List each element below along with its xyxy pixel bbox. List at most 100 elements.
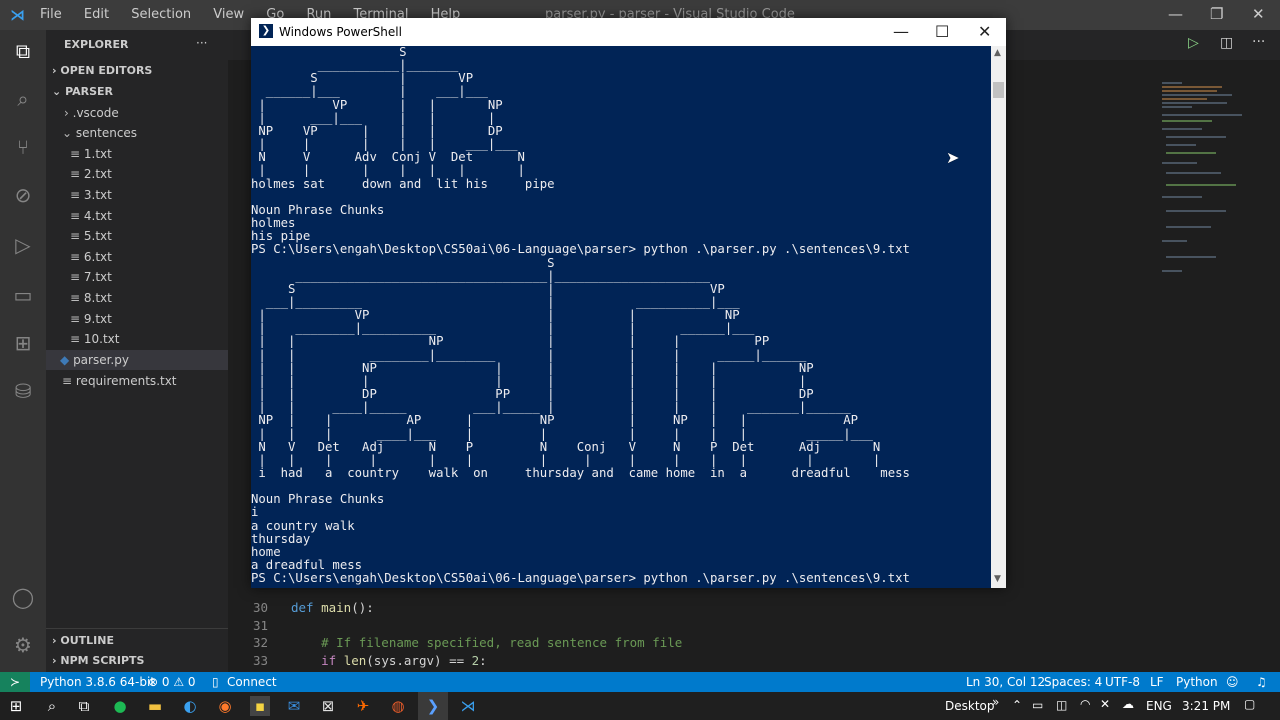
mail-icon[interactable]: ✉ bbox=[287, 697, 301, 715]
database-connect-icon: ▯ bbox=[212, 675, 219, 689]
line-ending[interactable]: LF bbox=[1150, 675, 1164, 689]
minimap[interactable] bbox=[1160, 80, 1270, 280]
tree-item-9txt[interactable]: ≡ 9.txt bbox=[46, 309, 228, 329]
powershell-taskbar-icon[interactable]: ❯ bbox=[426, 697, 440, 715]
tree-item-3txt[interactable]: ≡ 3.txt bbox=[46, 185, 228, 205]
search-icon[interactable]: ⌕ bbox=[17, 87, 29, 111]
run-file-icon[interactable]: ▷ bbox=[1188, 35, 1199, 51]
explorer-icon[interactable]: ⧉ bbox=[15, 39, 31, 63]
edge-icon[interactable]: ◐ bbox=[183, 697, 197, 715]
tree-item-7txt[interactable]: ≡ 7.txt bbox=[46, 267, 228, 287]
tree-item-2txt[interactable]: ≡ 2.txt bbox=[46, 164, 228, 184]
clock[interactable]: 3:21 PM bbox=[1182, 699, 1231, 713]
code-line-33[interactable]: if len(sys.argv) == 2: bbox=[321, 653, 487, 668]
tray-chevron-icon[interactable]: ⌃ bbox=[1012, 698, 1023, 712]
code-line-32[interactable]: # If filename specified, read sentence f… bbox=[291, 635, 683, 650]
vscode-logo-icon: ⋊ bbox=[10, 6, 25, 24]
tree-item-vscode[interactable]: › .vscode bbox=[46, 103, 228, 123]
spotify-icon[interactable]: ● bbox=[113, 697, 127, 715]
minimap-line bbox=[1162, 128, 1202, 130]
code-line-30[interactable]: def main(): bbox=[291, 600, 374, 615]
chevron-right-icon: › bbox=[52, 64, 57, 77]
desktop-toolbar[interactable]: Desktop bbox=[945, 699, 995, 713]
tree-item-requirements[interactable]: ≡ requirements.txt bbox=[46, 371, 228, 391]
close-icon[interactable]: ✕ bbox=[1252, 5, 1265, 23]
console-scrollbar[interactable]: ▲ ▼ bbox=[991, 46, 1006, 588]
extensions-icon[interactable]: ⊞ bbox=[14, 331, 32, 355]
app-icon[interactable]: ✈ bbox=[356, 697, 370, 715]
editor-more-icon[interactable]: ··· bbox=[1252, 34, 1266, 50]
action-center-icon[interactable]: ▢ bbox=[1244, 697, 1256, 711]
python-interpreter[interactable]: Python 3.8.6 64-bit bbox=[40, 675, 156, 689]
close-icon[interactable]: ✕ bbox=[978, 22, 992, 41]
problems-indicator[interactable]: ⊗ 0 ⚠ 0 bbox=[148, 675, 196, 689]
toolbar-expand-icon[interactable]: » bbox=[992, 695, 1000, 709]
file-lines-icon: ≡ bbox=[70, 332, 81, 346]
database-icon[interactable]: ⛁ bbox=[14, 379, 32, 403]
feedback-icon[interactable]: ☺ bbox=[1226, 675, 1239, 689]
remote-indicator[interactable] bbox=[0, 672, 30, 692]
minimize-icon[interactable]: — bbox=[1168, 5, 1183, 23]
powershell-console[interactable]: S ___________|_______ S | VP ______|___ … bbox=[251, 46, 991, 588]
minimap-line bbox=[1166, 144, 1196, 146]
indentation[interactable]: Spaces: 4 bbox=[1044, 675, 1103, 689]
mouse-cursor-icon: ➤ bbox=[946, 148, 960, 167]
menu-selection[interactable]: Selection bbox=[131, 7, 192, 22]
tree-item-parser-py[interactable]: ◆ parser.py bbox=[46, 350, 228, 370]
notifications-bell-icon[interactable]: ♫ bbox=[1256, 675, 1267, 689]
scroll-down-icon[interactable]: ▼ bbox=[994, 574, 1001, 584]
powershell-title-bar[interactable]: ❯ Windows PowerShell — ☐ ✕ bbox=[251, 18, 1006, 46]
file-explorer-icon[interactable]: ▬ bbox=[147, 697, 163, 715]
parser-folder-section[interactable]: ⌄ PARSER bbox=[46, 82, 228, 102]
split-editor-icon[interactable]: ◫ bbox=[1220, 35, 1234, 51]
search-icon[interactable]: ⌕ bbox=[47, 697, 57, 715]
vscode-taskbar-icon[interactable]: ⋊ bbox=[460, 697, 476, 715]
browser-app-icon[interactable]: ◍ bbox=[391, 697, 405, 715]
tree-item-5txt[interactable]: ≡ 5.txt bbox=[46, 226, 228, 246]
tree-item-4txt[interactable]: ≡ 4.txt bbox=[46, 206, 228, 226]
tree-item-10txt[interactable]: ≡ 10.txt bbox=[46, 329, 228, 349]
minimize-icon[interactable]: — bbox=[893, 22, 909, 41]
account-icon[interactable]: ◯ bbox=[11, 585, 35, 609]
remote-icon: ≻ bbox=[10, 675, 21, 689]
line-number: 32 bbox=[252, 635, 268, 650]
maximize-icon[interactable]: ☐ bbox=[935, 22, 950, 41]
sticky-notes-icon[interactable]: ▪ bbox=[250, 696, 270, 716]
outline-section[interactable]: › OUTLINE bbox=[46, 631, 228, 651]
task-view-icon[interactable]: ⧉ bbox=[78, 697, 90, 715]
connect-button[interactable]: Connect bbox=[227, 675, 277, 689]
firefox-icon[interactable]: ◉ bbox=[218, 697, 232, 715]
encoding[interactable]: UTF-8 bbox=[1105, 675, 1140, 689]
tree-item-1txt[interactable]: ≡ 1.txt bbox=[46, 144, 228, 164]
input-language[interactable]: ENG bbox=[1146, 699, 1172, 713]
cursor-position[interactable]: Ln 30, Col 12 bbox=[966, 675, 1046, 689]
tree-item-sentences[interactable]: ⌄ sentences bbox=[46, 123, 228, 143]
more-actions-icon[interactable]: ··· bbox=[196, 36, 208, 50]
tree-item-6txt[interactable]: ≡ 6.txt bbox=[46, 247, 228, 267]
tree-item-8txt[interactable]: ≡ 8.txt bbox=[46, 288, 228, 308]
wifi-icon[interactable]: ◠ bbox=[1080, 697, 1091, 711]
powershell-logo-icon: ❯ bbox=[259, 24, 273, 38]
tree-item-label: sentences bbox=[75, 126, 138, 140]
menu-file[interactable]: File bbox=[40, 7, 62, 22]
settings-gear-icon[interactable]: ⚙ bbox=[14, 633, 32, 657]
tree-item-label: 3.txt bbox=[83, 188, 112, 202]
menu-edit[interactable]: Edit bbox=[83, 7, 110, 22]
scroll-up-icon[interactable]: ▲ bbox=[994, 48, 1001, 58]
menu-view[interactable]: View bbox=[213, 7, 245, 22]
volume-muted-icon[interactable]: ✕ bbox=[1100, 697, 1111, 711]
restore-icon[interactable]: ❐ bbox=[1210, 5, 1224, 23]
remote-explorer-icon[interactable]: ▭ bbox=[13, 283, 33, 307]
npm-scripts-section[interactable]: › NPM SCRIPTS bbox=[46, 651, 228, 671]
scrollbar-thumb[interactable] bbox=[993, 82, 1004, 98]
powershell-taskbar-active[interactable] bbox=[418, 692, 448, 720]
powershell-window[interactable]: ❯ Windows PowerShell — ☐ ✕ S ___________… bbox=[251, 18, 1006, 588]
store-icon[interactable]: ⊠ bbox=[321, 697, 335, 715]
source-control-icon[interactable]: ⑂ bbox=[17, 135, 29, 159]
run-debug-icon[interactable]: ⊘ bbox=[14, 183, 32, 207]
windows-start-icon[interactable]: ⊞ bbox=[9, 697, 23, 715]
debug-play-icon[interactable]: ▷ bbox=[15, 233, 31, 257]
open-editors-section[interactable]: › OPEN EDITORS bbox=[46, 61, 228, 81]
language-mode[interactable]: Python bbox=[1176, 675, 1218, 689]
file-lines-icon: ≡ bbox=[70, 188, 81, 202]
